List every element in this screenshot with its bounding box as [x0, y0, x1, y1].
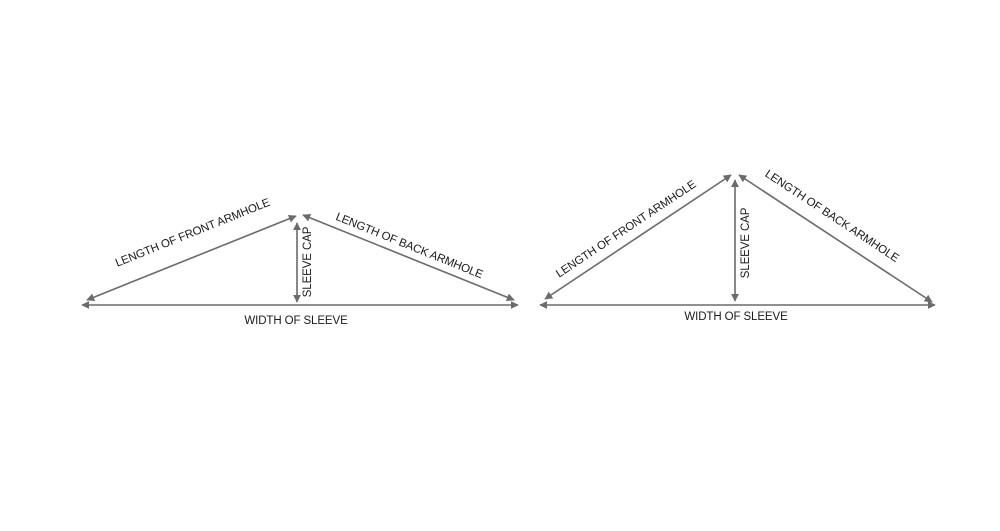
front-armhole-arrow	[544, 174, 732, 300]
sleeve-diagram-1: LENGTH OF FRONT ARMHOLE LENGTH OF BACK A…	[81, 197, 519, 327]
width-of-sleeve-label: WIDTH OF SLEEVE	[244, 315, 348, 327]
front-armhole-label: LENGTH OF FRONT ARMHOLE	[114, 197, 272, 270]
back-armhole-label: LENGTH OF BACK ARMHOLE	[334, 211, 485, 281]
front-armhole-label: LENGTH OF FRONT ARMHOLE	[554, 178, 699, 280]
back-armhole-arrow	[302, 213, 515, 302]
sleeve-cap-label: SLEEVE CAP	[302, 226, 314, 297]
width-of-sleeve-label: WIDTH OF SLEEVE	[684, 311, 788, 323]
front-armhole-arrow	[86, 214, 297, 302]
sleeve-cap-label: SLEEVE CAP	[740, 207, 752, 278]
back-armhole-label: LENGTH OF BACK ARMHOLE	[763, 168, 901, 265]
back-armhole-arrow	[738, 174, 933, 303]
sleeve-diagram-2: LENGTH OF FRONT ARMHOLE LENGTH OF BACK A…	[539, 168, 936, 323]
